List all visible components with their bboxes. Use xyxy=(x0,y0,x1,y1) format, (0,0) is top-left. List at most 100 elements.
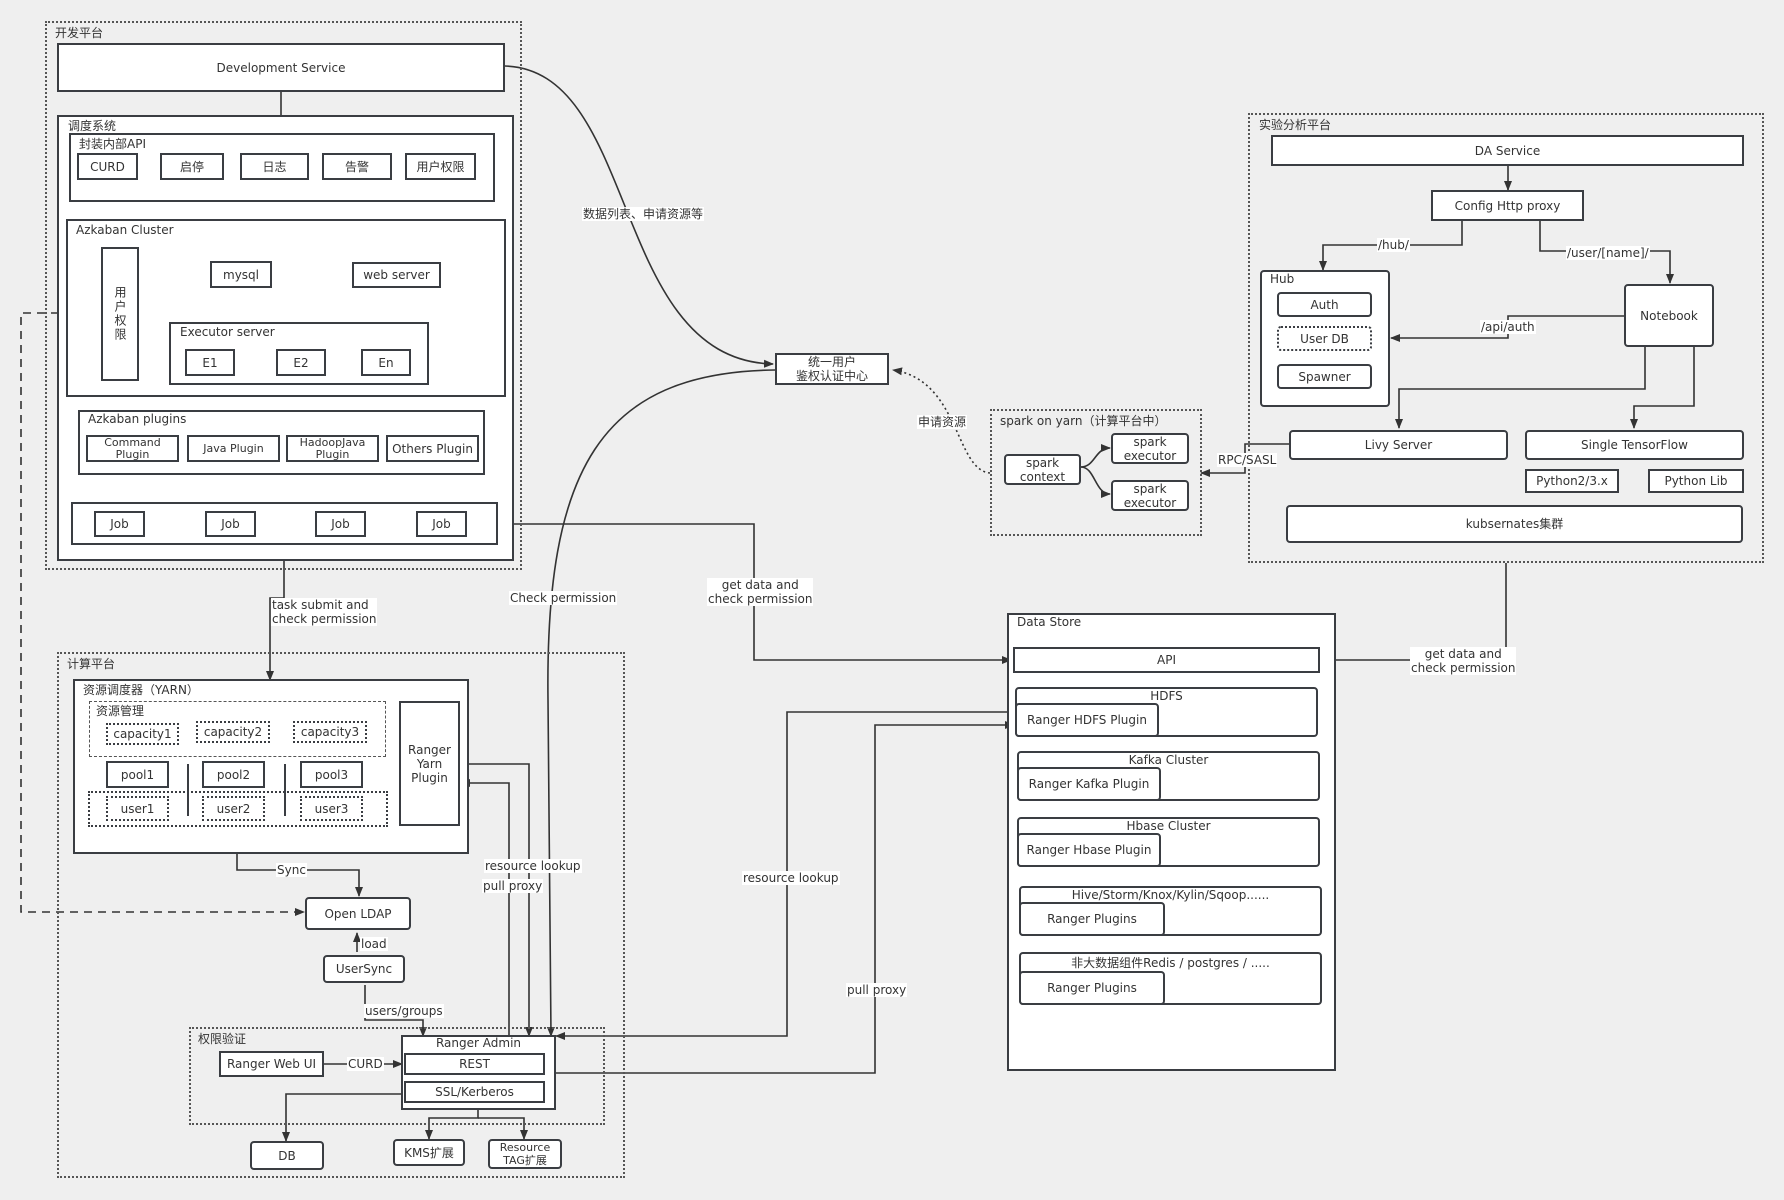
executor-server-title: Executor server xyxy=(180,325,275,339)
api-logs[interactable]: 日志 xyxy=(240,153,309,180)
edge-context-to-exec1 xyxy=(1080,444,1111,468)
pool-1[interactable]: pool1 xyxy=(106,761,169,788)
capacity-2[interactable]: capacity2 xyxy=(196,721,270,743)
spark-context[interactable]: spark context xyxy=(1004,454,1081,485)
capacity-1[interactable]: capacity1 xyxy=(106,723,179,745)
label-check-permission: Check permission xyxy=(509,591,618,605)
spark-on-yarn-title: spark on yarn（计算平台中） xyxy=(1000,414,1167,428)
user-1[interactable]: user1 xyxy=(106,796,169,821)
users-group xyxy=(88,791,388,827)
cluster-kafka-name: Kafka Cluster xyxy=(1128,753,1209,767)
label-resource-lookup-hdfs: resource lookup xyxy=(742,871,840,885)
livy-server[interactable]: Livy Server xyxy=(1289,430,1508,460)
db-node[interactable]: DB xyxy=(250,1141,324,1170)
others-plugin[interactable]: Others Plugin xyxy=(386,435,479,462)
kubernetes-cluster[interactable]: kubsernates集群 xyxy=(1286,505,1743,543)
ranger-ssl-kerberos[interactable]: SSL/Kerberos xyxy=(404,1081,545,1103)
cluster-hdfs-name: HDFS xyxy=(1150,689,1183,703)
resource-management-group: 资源管理 xyxy=(89,701,386,757)
resource-management-title: 资源管理 xyxy=(96,704,145,718)
analysis-platform-group: 实验分析平台 xyxy=(1248,113,1764,563)
single-tensorflow[interactable]: Single TensorFlow xyxy=(1525,430,1744,460)
open-ldap[interactable]: Open LDAP xyxy=(305,897,411,930)
usersync[interactable]: UserSync xyxy=(323,955,405,983)
ranger-kafka-plugin[interactable]: Ranger Kafka Plugin xyxy=(1017,767,1161,801)
edge-notebook-to-tf xyxy=(1630,347,1695,429)
edge-admin-to-db xyxy=(282,1093,402,1142)
analysis-platform-title: 实验分析平台 xyxy=(1259,118,1332,132)
config-http-proxy[interactable]: Config Http proxy xyxy=(1431,190,1584,221)
pool-3[interactable]: pool3 xyxy=(300,761,363,788)
label-pull-proxy-yarn: pull proxy xyxy=(482,879,544,893)
ranger-hbase-plugin[interactable]: Ranger Hbase Plugin xyxy=(1017,833,1161,867)
compute-platform-group: 计算平台 xyxy=(57,652,625,1178)
spark-executor-2[interactable]: spark executor xyxy=(1111,480,1189,511)
pool-2[interactable]: pool2 xyxy=(202,761,265,788)
hub-auth[interactable]: Auth xyxy=(1277,292,1372,317)
edge-admin-to-tag xyxy=(478,1117,528,1140)
cluster-hbase-name: Hbase Cluster xyxy=(1126,819,1211,833)
development-service[interactable]: Development Service xyxy=(57,43,505,92)
ranger-rest[interactable]: REST xyxy=(404,1053,545,1075)
job-3[interactable]: Job xyxy=(315,511,366,537)
hub-spawner[interactable]: Spawner xyxy=(1277,364,1372,389)
compute-platform-title: 计算平台 xyxy=(67,657,116,671)
data-store-api[interactable]: API xyxy=(1013,647,1320,673)
spark-on-yarn-group: spark on yarn（计算平台中） xyxy=(990,409,1202,536)
hadoopjava-plugin[interactable]: HadoopJava Plugin xyxy=(286,435,379,462)
job-2[interactable]: Job xyxy=(205,511,256,537)
edge-admin-pull-proxy-hdfs xyxy=(555,721,1015,1074)
ranger-plugins-non-bigdata[interactable]: Ranger Plugins xyxy=(1019,971,1165,1005)
azkaban-cluster-title: Azkaban Cluster xyxy=(76,223,174,237)
job-1[interactable]: Job xyxy=(94,511,145,537)
cluster-hive-etc-name: Hive/Storm/Knox/Kylin/Sqoop...... xyxy=(1071,888,1270,902)
ranger-admin-title: Ranger Admin xyxy=(435,1036,522,1050)
da-service[interactable]: DA Service xyxy=(1271,135,1744,166)
notebook[interactable]: Notebook xyxy=(1624,284,1714,347)
executor-en[interactable]: En xyxy=(361,349,411,376)
api-start-stop[interactable]: 启停 xyxy=(160,153,224,180)
ranger-hdfs-plugin[interactable]: Ranger HDFS Plugin xyxy=(1015,703,1159,737)
command-plugin[interactable]: Command Plugin xyxy=(86,435,179,462)
user-2[interactable]: user2 xyxy=(202,796,265,821)
dev-platform-group: 开发平台 xyxy=(45,21,522,570)
label-resource-lookup-yarn: resource lookup xyxy=(484,859,582,873)
yarn-title: 资源调度器（YARN） xyxy=(83,683,199,697)
data-store-title: Data Store xyxy=(1017,615,1082,629)
api-user-permission[interactable]: 用户权限 xyxy=(405,153,476,180)
capacity-3[interactable]: capacity3 xyxy=(293,721,367,743)
mysql-node[interactable]: mysql xyxy=(210,261,272,288)
api-curd[interactable]: CURD xyxy=(77,153,138,180)
ranger-plugins-hive[interactable]: Ranger Plugins xyxy=(1019,902,1165,936)
permission-verify-title: 权限验证 xyxy=(198,1032,247,1046)
edge-notebook-to-livy xyxy=(1395,347,1646,429)
label-task-submit: task submit and check permission xyxy=(271,598,378,626)
unified-auth-center[interactable]: 统一用户 鉴权认证中心 xyxy=(775,353,889,385)
executor-e2[interactable]: E2 xyxy=(276,349,326,376)
user-permission-block[interactable]: 用户权限 xyxy=(101,247,139,381)
scheduler-title: 调度系统 xyxy=(68,119,117,133)
edge-admin-to-kms xyxy=(425,1110,479,1140)
python-version[interactable]: Python2/3.x xyxy=(1525,469,1619,493)
kms-extension[interactable]: KMS扩展 xyxy=(393,1139,465,1166)
user-3[interactable]: user3 xyxy=(300,796,363,821)
resource-tag-extension[interactable]: Resource TAG扩展 xyxy=(488,1139,562,1169)
job-4[interactable]: Job xyxy=(416,511,467,537)
label-curd: CURD xyxy=(347,1057,384,1071)
spark-executor-1[interactable]: spark executor xyxy=(1111,433,1189,464)
permission-verify-group: 权限验证 xyxy=(189,1027,605,1125)
api-alerts[interactable]: 告警 xyxy=(322,153,392,180)
python-lib[interactable]: Python Lib xyxy=(1648,469,1744,493)
web-server-node[interactable]: web server xyxy=(352,262,441,288)
executor-e1[interactable]: E1 xyxy=(185,349,235,376)
label-users-groups: users/groups xyxy=(364,1004,444,1018)
hub-user-db[interactable]: User DB xyxy=(1277,326,1372,351)
ranger-yarn-plugin[interactable]: Ranger Yarn Plugin xyxy=(399,701,460,826)
pool-divider-2 xyxy=(284,764,286,816)
label-apply-resource: 申请资源 xyxy=(917,415,968,429)
cluster-non-bigdata-name: 非大数据组件Redis / postgres / ..... xyxy=(1071,956,1270,970)
label-data-list: 数据列表、申请资源等 xyxy=(582,207,705,221)
ranger-web-ui[interactable]: Ranger Web UI xyxy=(219,1051,324,1077)
java-plugin[interactable]: Java Plugin xyxy=(187,435,280,462)
internal-api-title: 封装内部API xyxy=(79,137,146,151)
